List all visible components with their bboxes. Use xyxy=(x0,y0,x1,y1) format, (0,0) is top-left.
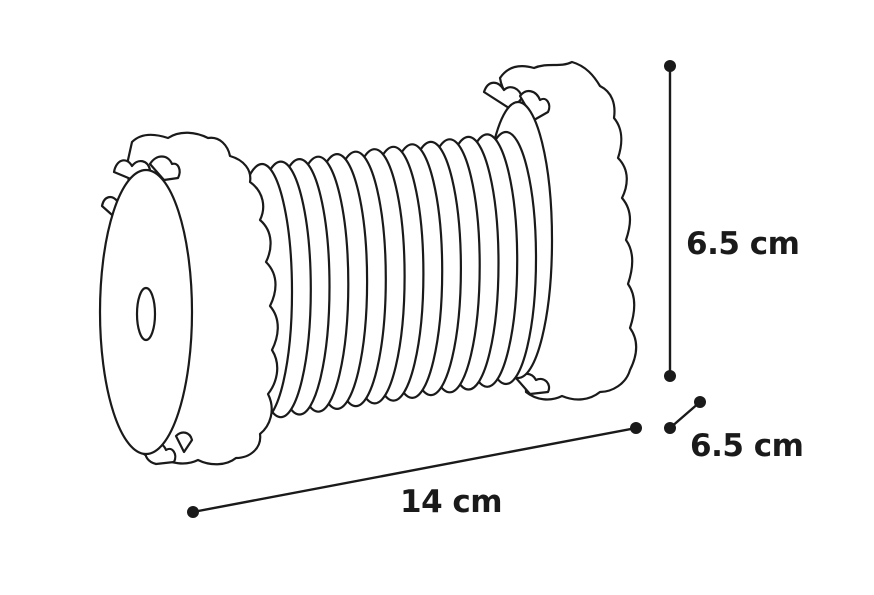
ribbed-body xyxy=(230,130,538,422)
height-endpoint-bottom xyxy=(664,370,676,382)
depth-dimension-line xyxy=(669,401,701,429)
length-dimension-line xyxy=(192,426,637,514)
depth-endpoint-left xyxy=(664,422,676,434)
height-label: 6.5 cm xyxy=(686,226,800,262)
left-cap-bump-top-right xyxy=(148,155,181,182)
depth-endpoint-right xyxy=(694,396,706,408)
center-hole xyxy=(135,286,157,342)
length-endpoint-left xyxy=(187,506,199,518)
length-label: 14 cm xyxy=(400,484,503,520)
length-endpoint-right xyxy=(630,422,642,434)
right-cap-bump-mid xyxy=(518,90,551,122)
height-endpoint-top xyxy=(664,60,676,72)
depth-label: 6.5 cm xyxy=(690,428,804,464)
left-cap-bump-bottom-right xyxy=(174,431,194,454)
